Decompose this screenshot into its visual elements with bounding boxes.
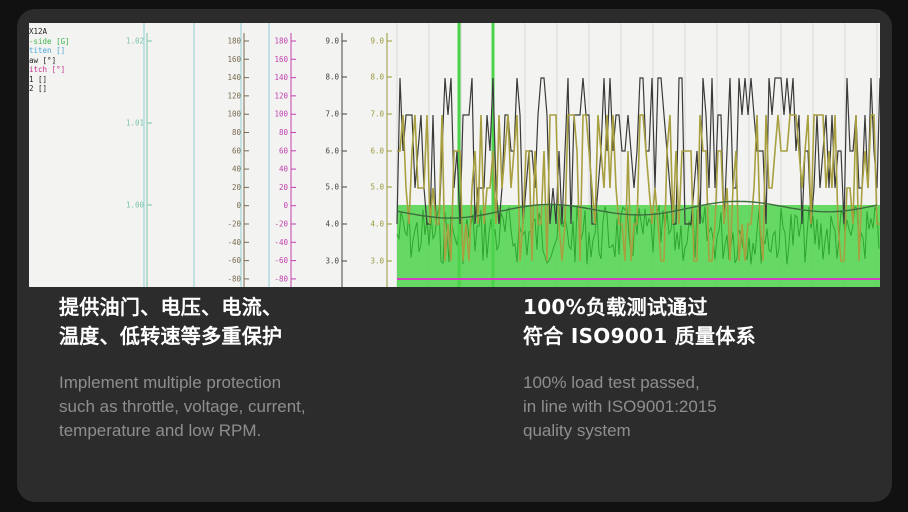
feature-desc-line: such as throttle, voltage, current, bbox=[59, 397, 306, 416]
axis-tick-label: 6.0 bbox=[325, 147, 339, 156]
axis-tick-label: -80 bbox=[274, 274, 288, 283]
axis-tick-label: 4.0 bbox=[325, 220, 339, 229]
axis-tick-label: 4.0 bbox=[370, 220, 384, 229]
feature-load-test: 100%负载测试通过 符合 ISO9001 质量体系 100% load tes… bbox=[523, 293, 892, 443]
axis-tick-label: 120 bbox=[227, 91, 241, 100]
axis-tick-label: 0 bbox=[236, 201, 241, 210]
legend-entry-2: titen [] bbox=[29, 46, 66, 55]
feature-description: 100% load test passed, in line with ISO9… bbox=[523, 371, 892, 443]
axis-tick-label: 9.0 bbox=[325, 37, 339, 46]
feature-title-line: 符合 ISO9001 质量体系 bbox=[523, 324, 756, 348]
feature-title: 提供油门、电压、电流、 温度、低转速等多重保护 bbox=[59, 293, 439, 351]
legend-entry-4: itch [°] bbox=[29, 65, 66, 74]
axis-tick-label: 160 bbox=[274, 55, 288, 64]
axis-tick-label: 1.01 bbox=[126, 119, 144, 128]
axis-tick-label: 40 bbox=[279, 165, 289, 174]
telemetry-screenshot: 1.02 1.01 1.00 180 160 140 120 100 80 60 40 20 0 -20 -… bbox=[29, 23, 880, 287]
axis-tick-label: 80 bbox=[232, 128, 242, 137]
axis-tick-label: 60 bbox=[232, 146, 242, 155]
axis-tick-label: 180 bbox=[274, 37, 288, 46]
axis-tick-label: 60 bbox=[279, 146, 289, 155]
legend-entry-5: 1 [] bbox=[29, 74, 48, 84]
axis-tick-label: -80 bbox=[227, 274, 241, 283]
axis-tick-label: 20 bbox=[232, 183, 242, 192]
axis-tick-label: 100 bbox=[274, 110, 288, 119]
legend-entry-0: X12A bbox=[29, 27, 48, 36]
telemetry-plot: 1.02 1.01 1.00 180 160 140 120 100 80 60 40 20 0 -20 -… bbox=[126, 23, 880, 287]
axis-tick-label: 0 bbox=[283, 201, 288, 210]
axis-tick-label: 9.0 bbox=[370, 37, 384, 46]
feature-desc-line: quality system bbox=[523, 421, 631, 440]
axis-tick-label: 40 bbox=[232, 165, 242, 174]
feature-card: 1.02 1.01 1.00 180 160 140 120 100 80 60 40 20 0 -20 -… bbox=[17, 9, 892, 502]
feature-desc-line: temperature and low RPM. bbox=[59, 421, 262, 440]
feature-title: 100%负载测试通过 符合 ISO9001 质量体系 bbox=[523, 293, 892, 351]
legend-entry-6: 2 [] bbox=[29, 84, 48, 93]
axis-tick-label: 8.0 bbox=[370, 73, 384, 82]
axis-tick-label: 6.0 bbox=[370, 147, 384, 156]
telemetry-legend: X12A -side [G] titen [] aw [°] itch [°] … bbox=[29, 27, 70, 94]
axis-tick-label: -20 bbox=[227, 220, 241, 229]
axis-tick-label: 3.0 bbox=[325, 257, 339, 266]
axis-tick-label: -40 bbox=[227, 238, 241, 247]
legend-entry-3: aw [°] bbox=[29, 55, 57, 65]
feature-desc-line: 100% load test passed, bbox=[523, 373, 700, 392]
green-series bbox=[396, 204, 880, 265]
axis-tick-label: 120 bbox=[274, 91, 288, 100]
axis-tick-label: 5.0 bbox=[325, 183, 339, 192]
axis-tick-label: -40 bbox=[274, 238, 288, 247]
feature-title-line: 提供油门、电压、电流、 bbox=[59, 295, 283, 319]
feature-title-line: 100%负载测试通过 bbox=[523, 295, 708, 319]
feature-protection: 提供油门、电压、电流、 温度、低转速等多重保护 Implement multip… bbox=[59, 293, 439, 443]
olive-series bbox=[397, 114, 880, 262]
feature-description: Implement multiple protection such as th… bbox=[59, 371, 439, 443]
axis-tick-label: 8.0 bbox=[325, 73, 339, 82]
axis-tick-label: 80 bbox=[279, 128, 289, 137]
axis-tick-label: -60 bbox=[227, 256, 241, 265]
axis-tick-label: 7.0 bbox=[325, 110, 339, 119]
axis-tick-label: 1.00 bbox=[126, 201, 145, 210]
axis-tick-label: 160 bbox=[227, 55, 241, 64]
axis-tick-label: 100 bbox=[227, 110, 241, 119]
axis-tick-label: 180 bbox=[227, 37, 241, 46]
legend-entry-1: -side [G] bbox=[29, 36, 70, 46]
feature-title-line: 温度、低转速等多重保护 bbox=[59, 324, 283, 348]
axis-tick-label: 140 bbox=[227, 73, 241, 82]
feature-desc-line: in line with ISO9001:2015 bbox=[523, 397, 717, 416]
axis-tick-label: -20 bbox=[274, 220, 288, 229]
dark-green-series bbox=[396, 200, 878, 219]
axis-tick-label: 1.02 bbox=[126, 37, 144, 46]
axis-tick-label: -60 bbox=[274, 256, 288, 265]
feature-desc-line: Implement multiple protection bbox=[59, 373, 282, 392]
axis-tick-label: 140 bbox=[274, 73, 288, 82]
axis-tick-label: 3.0 bbox=[370, 257, 384, 266]
axis-tick-label: 20 bbox=[279, 183, 289, 192]
axis-tick-label: 7.0 bbox=[370, 110, 384, 119]
axis-tick-label: 5.0 bbox=[370, 183, 384, 192]
